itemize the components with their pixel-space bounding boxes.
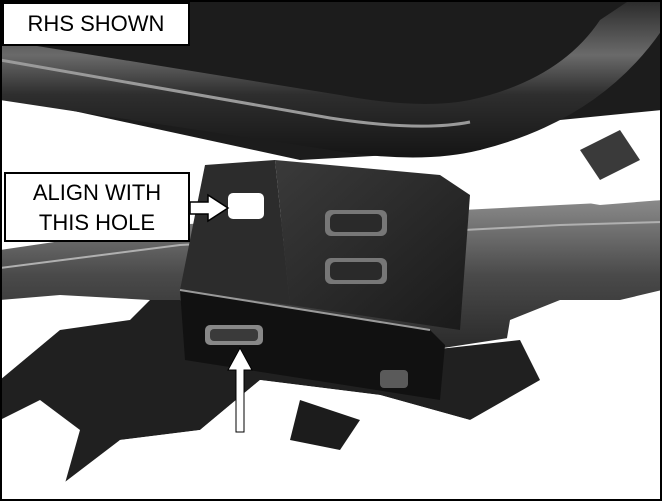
arrow-up-icon [227,346,253,433]
roll-bar-tube [0,0,662,158]
bracket-lower-plate [180,290,445,400]
align-callout-line-2: THIS HOLE [38,210,156,235]
arrow-right-icon [189,193,230,223]
align-callout-line-1: ALIGN WITH [32,180,162,205]
align-hole-callout: ALIGN WITH THIS HOLE [4,172,190,242]
align-hole [228,193,264,219]
lower-hole [380,370,408,388]
view-side-label: RHS SHOWN [2,2,190,46]
bracket-flange-plate [180,160,290,305]
bracket-vertical-plate [275,160,470,330]
